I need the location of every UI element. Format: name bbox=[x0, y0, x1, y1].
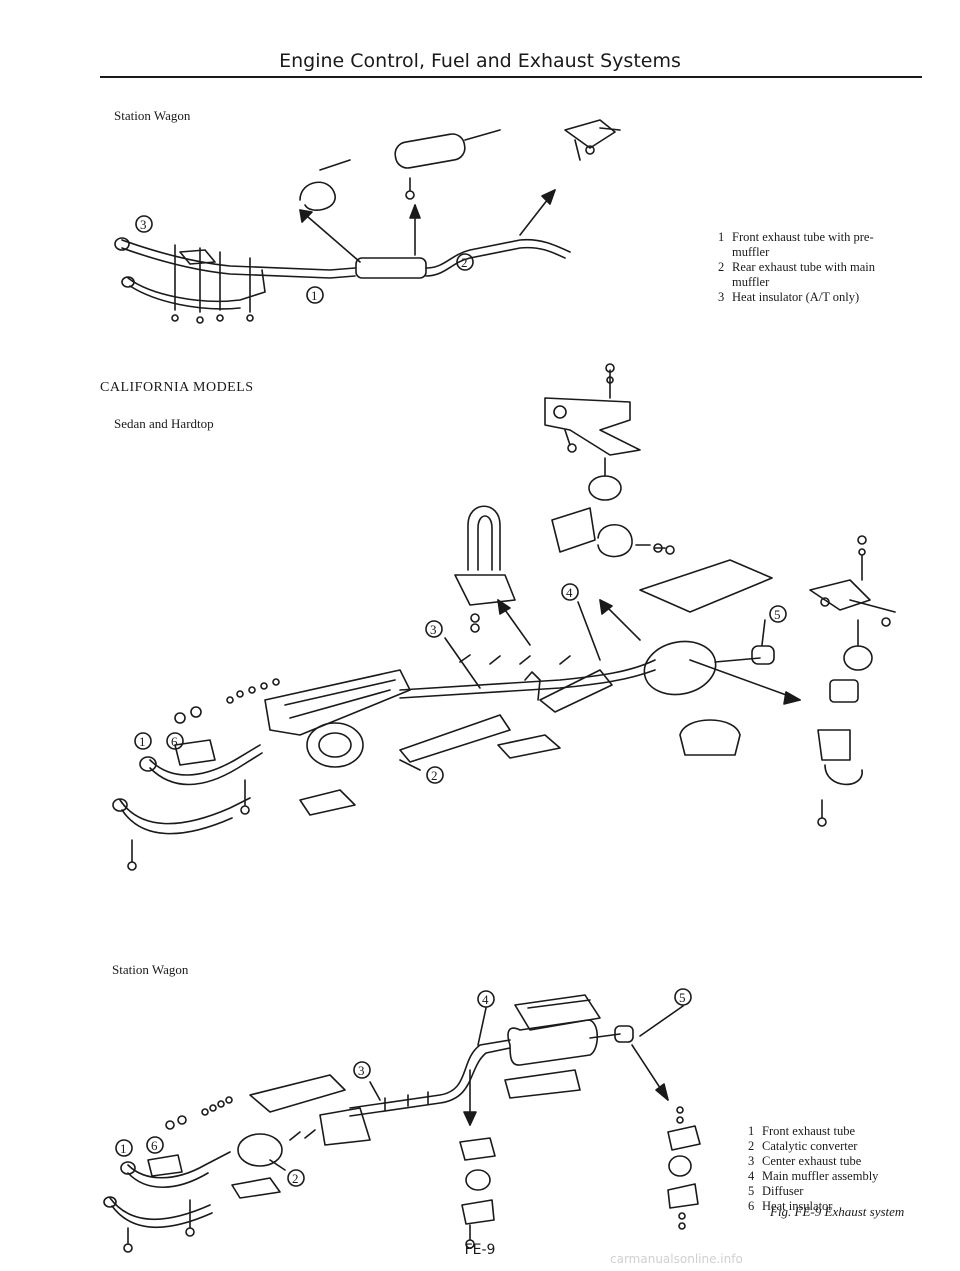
flange-icon bbox=[139, 756, 157, 772]
heat-insulator bbox=[514, 994, 601, 1031]
callout: 2 bbox=[431, 768, 438, 783]
heat-insulator bbox=[179, 249, 216, 265]
callout: 1 bbox=[139, 734, 146, 749]
rubber-mount bbox=[588, 475, 622, 501]
mount-bracket bbox=[829, 679, 859, 703]
section3-label: Station Wagon bbox=[112, 962, 189, 977]
wagon-exhaust-diagram-top: 3 1 2 bbox=[114, 119, 621, 324]
flange-icon bbox=[114, 237, 130, 251]
callout: 1 bbox=[311, 288, 318, 303]
callout: 6 bbox=[151, 1138, 158, 1153]
main-muffler-assembly bbox=[643, 640, 717, 696]
clamp-icon bbox=[299, 181, 336, 211]
section2-label: Sedan and Hardtop bbox=[114, 416, 214, 431]
center-exhaust-tube bbox=[349, 1039, 511, 1109]
mount-bracket bbox=[544, 397, 641, 456]
callout: 3 bbox=[430, 622, 437, 637]
heat-insulator bbox=[264, 669, 411, 736]
clamp-icon bbox=[597, 524, 633, 558]
diffuser bbox=[751, 645, 775, 665]
heat-plate bbox=[639, 559, 773, 613]
u-bolt bbox=[467, 505, 501, 571]
pre-muffler bbox=[355, 257, 427, 279]
front-exhaust-tube bbox=[149, 744, 261, 776]
main-muffler bbox=[394, 133, 466, 169]
section2-title: CALIFORNIA MODELS bbox=[100, 380, 254, 395]
callout: 2 bbox=[292, 1171, 299, 1186]
callout: 3 bbox=[358, 1063, 365, 1078]
wagon-exhaust-diagram-bottom: 1 6 3 2 4 5 bbox=[103, 988, 701, 1253]
callout: 2 bbox=[461, 255, 468, 270]
center-exhaust-tube bbox=[399, 659, 656, 691]
mount-bracket bbox=[459, 1137, 496, 1161]
rubber-mount bbox=[465, 1169, 491, 1191]
callout: 6 bbox=[171, 734, 178, 749]
insulator-clamp bbox=[679, 719, 741, 756]
callout: 4 bbox=[482, 992, 489, 1007]
callout: 4 bbox=[566, 585, 573, 600]
catalytic-converter bbox=[237, 1133, 283, 1167]
callout: 5 bbox=[774, 607, 781, 622]
watermark: carmanualsonline.info bbox=[610, 1252, 743, 1266]
page-number: FE-9 bbox=[464, 1242, 496, 1258]
front-exhaust-tube bbox=[121, 239, 356, 271]
callout: 1 bbox=[120, 1141, 127, 1156]
page-header-title: Engine Control, Fuel and Exhaust Systems bbox=[279, 50, 681, 72]
main-muffler-assembly bbox=[507, 1019, 599, 1066]
callout: 5 bbox=[679, 990, 686, 1005]
california-exhaust-diagram: 1 6 3 2 4 5 bbox=[112, 363, 896, 871]
catalytic-converter bbox=[306, 722, 364, 768]
callout: 3 bbox=[140, 217, 147, 232]
rear-exhaust-tube bbox=[425, 238, 571, 269]
flange-icon bbox=[120, 1161, 136, 1175]
header-rule bbox=[100, 76, 922, 78]
figure-caption: Fig. FE-9 Exhaust system bbox=[770, 1204, 905, 1219]
clamp-icon bbox=[824, 764, 863, 786]
section1-label: Station Wagon bbox=[114, 108, 191, 123]
diffuser bbox=[614, 1025, 634, 1043]
